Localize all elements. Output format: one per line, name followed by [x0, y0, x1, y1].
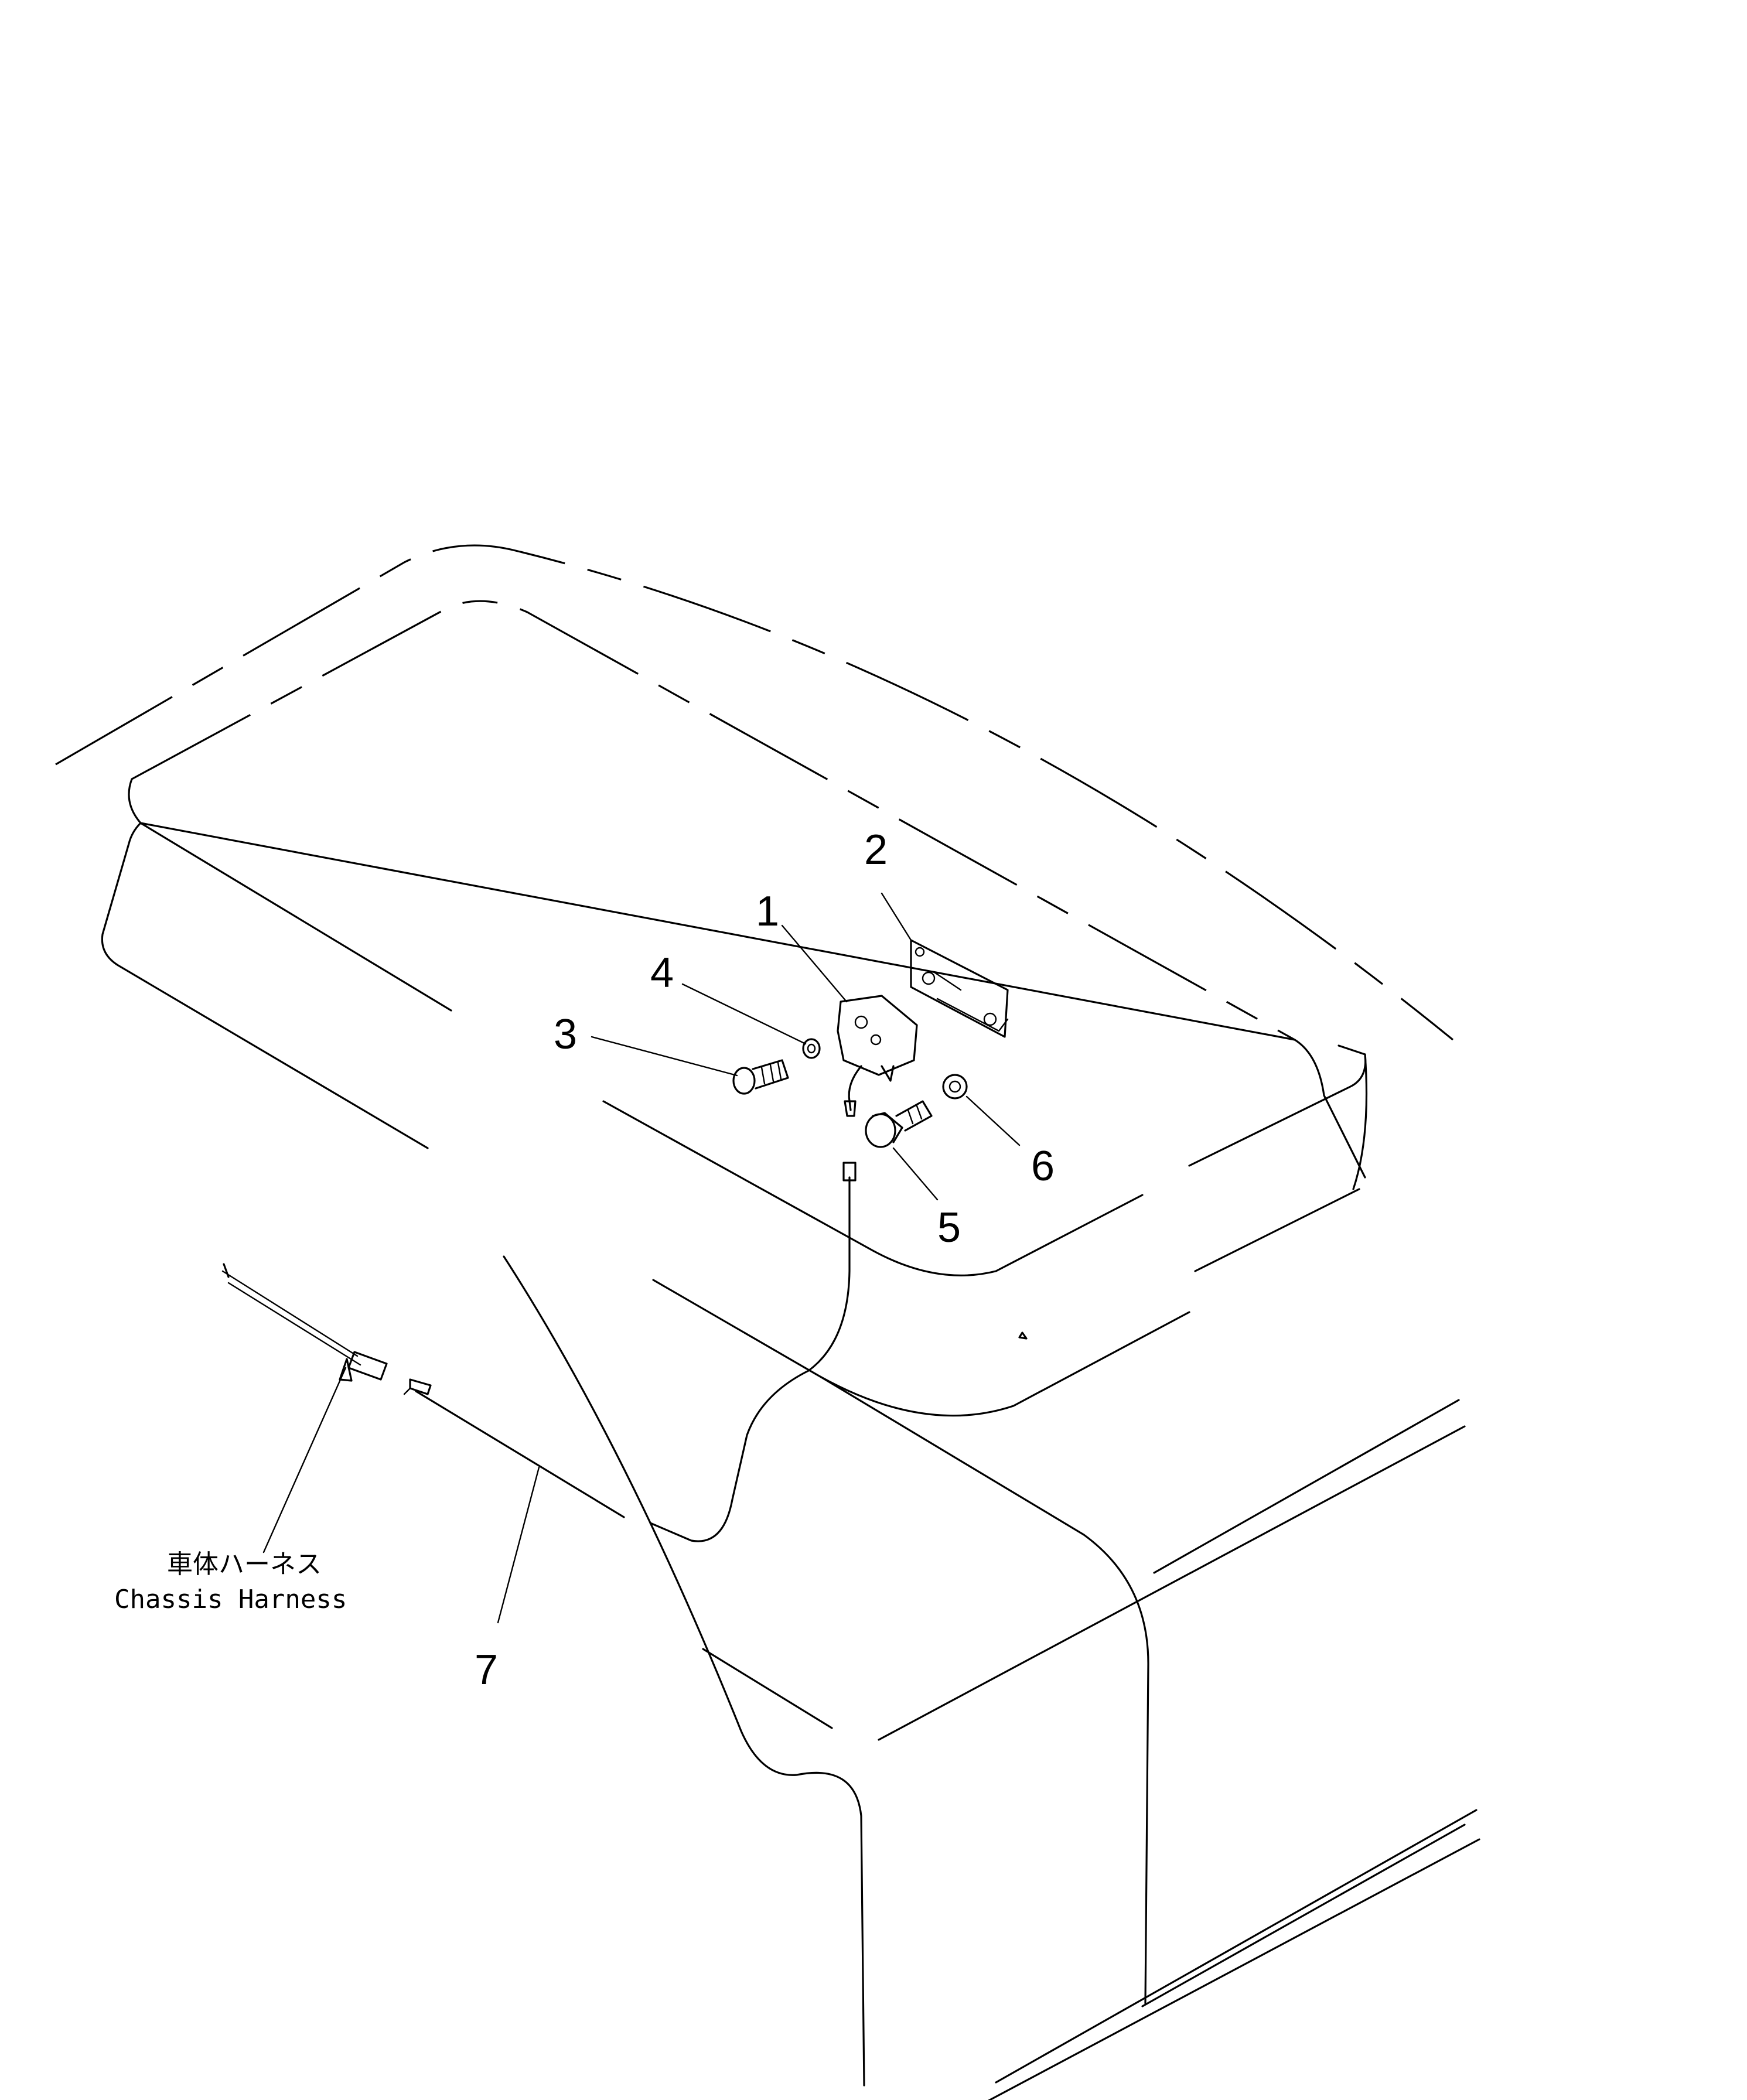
callout-6: 6: [1031, 1143, 1055, 1190]
callout-3: 3: [554, 1011, 577, 1058]
part-7-harness: [347, 1351, 432, 1395]
small-mark: [1018, 1331, 1028, 1340]
part-2-plate: [910, 939, 1009, 1038]
connector-pin: [842, 1162, 857, 1182]
callout-1: 1: [756, 888, 779, 935]
part-4-washer: [802, 1038, 821, 1059]
cab-outline: [55, 544, 1454, 1041]
part-3-screw: [732, 1059, 789, 1095]
harness-label-jp: 車体ハーネス: [167, 1549, 322, 1579]
roof-housing: [101, 778, 1480, 2100]
part-5-bolt: [865, 1100, 933, 1148]
callout-7: 7: [475, 1647, 498, 1693]
part-1-switch: [837, 995, 918, 1117]
harness-label: 車体ハーネス Chassis Harness: [114, 1549, 347, 1614]
cable: [221, 1176, 851, 1542]
callout-2: 2: [864, 827, 888, 873]
part-6-washer: [942, 1074, 968, 1099]
callout-5: 5: [937, 1204, 961, 1251]
callout-numbers: 1 2 3 4 5 6 7: [475, 827, 1055, 1693]
harness-label-en: Chassis Harness: [114, 1585, 347, 1614]
leader-lines: [262, 892, 1021, 1624]
callout-4: 4: [650, 950, 674, 996]
